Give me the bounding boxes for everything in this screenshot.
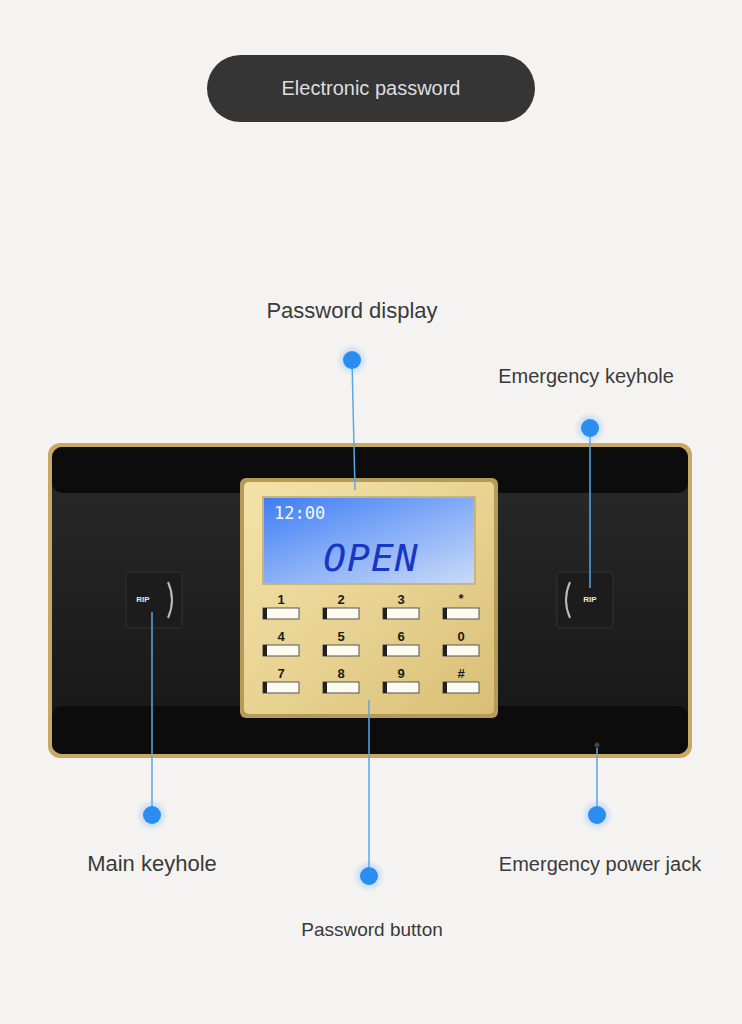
keypad (244, 482, 494, 714)
keyhole-mark: RIP (136, 595, 149, 604)
callout-label: Emergency power jack (499, 853, 701, 876)
keyhole-slot (566, 582, 570, 618)
key-number: 8 (337, 667, 344, 682)
keyhole (557, 572, 613, 628)
keyhole-mark: RIP (583, 595, 596, 604)
panel-frame (48, 443, 692, 758)
callout-label: Main keyhole (87, 851, 217, 876)
key-brackets (263, 608, 447, 693)
key-number: 2 (337, 593, 344, 608)
leader-lines (152, 360, 597, 876)
key-buttons (263, 608, 479, 693)
key-number: * (458, 592, 463, 607)
display-text: OPEN (323, 537, 419, 581)
callout-label: Password button (301, 919, 443, 941)
keyhole-slot (168, 582, 172, 618)
keypad-frame (240, 478, 498, 718)
power-jack (595, 743, 600, 748)
key-number: 1 (277, 593, 284, 608)
callout-label: Emergency keyhole (498, 365, 674, 388)
key-number: 7 (277, 667, 284, 682)
title-pill: Electronic password (207, 55, 535, 122)
title-text: Electronic password (282, 77, 461, 100)
key-number: 6 (397, 630, 404, 645)
clock-text: 12:00 (274, 504, 325, 524)
key-number: 0 (457, 630, 464, 645)
callout-dots (136, 344, 613, 892)
panel-body (52, 447, 688, 754)
keyhole (126, 572, 182, 628)
key-number: 3 (397, 593, 404, 608)
lcd-screen: 12:00OPEN (262, 496, 476, 585)
key-number: # (457, 667, 464, 682)
key-number: 9 (397, 667, 404, 682)
callout-label: Password display (266, 298, 437, 323)
key-number: 5 (337, 630, 344, 645)
key-number: 4 (277, 630, 284, 645)
